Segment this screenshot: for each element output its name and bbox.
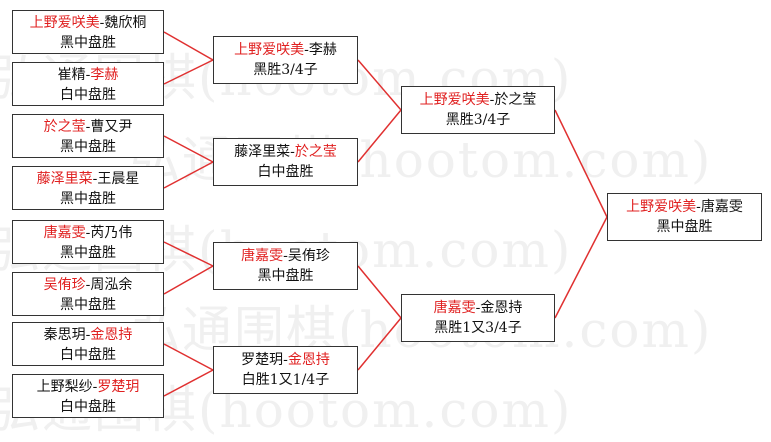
match-r1m4: 藤泽里菜-王晨星 黑中盘胜	[12, 166, 164, 210]
connector-r2m4	[357, 317, 402, 371]
player-1: 唐嘉雯	[241, 248, 284, 264]
player-1: 上野爱咲美	[626, 199, 697, 215]
connector-r1m8	[163, 369, 214, 397]
match-r2m3: 唐嘉雯-吴侑珍 黑中盘胜	[213, 242, 358, 290]
match-r1m7: 秦思玥-金恩持 白中盘胜	[12, 322, 164, 366]
connector-r1m4	[163, 161, 214, 189]
player-1: 上野爱咲美	[29, 15, 100, 31]
match-result: 黑胜3/4子	[253, 62, 318, 78]
player-2: 吴侑珍	[287, 248, 330, 264]
player-1: 秦思玥	[43, 327, 86, 343]
bracket-lines	[163, 31, 608, 397]
match-r2m4: 罗楚玥-金恩持 白胜1又1/4子	[213, 346, 358, 394]
match-result: 黑中盘胜	[656, 219, 713, 235]
player-2: 金恩持	[287, 352, 330, 368]
player-2: 金恩持	[480, 300, 523, 316]
player-2: 周泓余	[90, 277, 133, 293]
connector-r1m7	[163, 343, 214, 371]
connector-r1m6	[163, 265, 214, 295]
player-1: 藤泽里菜	[36, 171, 93, 187]
connector-r1m2	[163, 59, 214, 85]
player-1: 唐嘉雯	[433, 300, 476, 316]
match-result: 白胜1又1/4子	[241, 372, 330, 388]
player-2: 於之莹	[494, 92, 537, 108]
player-2: 罗楚玥	[97, 379, 140, 395]
connector-r3m1	[554, 109, 608, 218]
connector-r1m3	[163, 135, 214, 163]
match-final: 上野爱咲美-唐嘉雯 黑中盘胜	[607, 193, 762, 241]
player-2: 魏欣桐	[104, 15, 147, 31]
match-r1m8: 上野梨纱-罗楚玥 白中盘胜	[12, 374, 164, 418]
match-r1m6: 吴侑珍-周泓余 黑中盘胜	[12, 272, 164, 316]
match-r2m1: 上野爱咲美-李赫 黑胜3/4子	[213, 36, 358, 84]
player-2: 王晨星	[97, 171, 140, 187]
player-2: 李赫	[90, 67, 119, 83]
player-2: 曹又尹	[90, 119, 133, 135]
player-2: 唐嘉雯	[700, 199, 743, 215]
match-result: 白中盘胜	[257, 164, 314, 180]
connector-r2m1	[357, 59, 402, 111]
player-1: 唐嘉雯	[43, 225, 86, 241]
match-r1m1: 上野爱咲美-魏欣桐 黑中盘胜	[12, 10, 164, 54]
player-1: 崔精	[57, 67, 86, 83]
match-result: 白中盘胜	[60, 347, 116, 363]
player-2: 於之莹	[294, 144, 337, 160]
match-result: 黑中盘胜	[60, 297, 116, 313]
player-2: 李赫	[308, 42, 337, 58]
connector-r2m2	[357, 109, 402, 163]
match-r3m1: 上野爱咲美-於之莹 黑胜3/4子	[401, 86, 555, 134]
match-result: 白中盘胜	[60, 399, 116, 415]
connector-r1m5	[163, 241, 214, 267]
player-1: 藤泽里菜	[234, 144, 291, 160]
player-1: 上野爱咲美	[234, 42, 305, 58]
connector-r3m2	[554, 216, 608, 319]
match-result: 黑中盘胜	[60, 191, 116, 207]
connector-r2m3	[357, 265, 402, 319]
player-2: 芮乃伟	[90, 225, 133, 241]
player-1: 上野梨纱	[36, 379, 93, 395]
match-result: 黑胜3/4子	[445, 112, 511, 128]
player-1: 於之莹	[43, 119, 86, 135]
player-1: 吴侑珍	[43, 277, 86, 293]
player-2: 金恩持	[90, 327, 133, 343]
match-result: 白中盘胜	[60, 87, 116, 103]
player-1: 上野爱咲美	[419, 92, 490, 108]
match-result: 黑中盘胜	[257, 268, 314, 284]
player-1: 罗楚玥	[241, 352, 284, 368]
match-r2m2: 藤泽里菜-於之莹 白中盘胜	[213, 138, 358, 186]
connector-r1m1	[163, 31, 214, 61]
match-result: 黑胜1又3/4子	[434, 320, 522, 336]
match-r1m2: 崔精-李赫 白中盘胜	[12, 62, 164, 106]
match-r3m2: 唐嘉雯-金恩持 黑胜1又3/4子	[401, 294, 555, 342]
match-r1m3: 於之莹-曹又尹 黑中盘胜	[12, 114, 164, 158]
match-result: 黑中盘胜	[60, 139, 116, 155]
match-result: 黑中盘胜	[60, 245, 116, 261]
match-r1m5: 唐嘉雯-芮乃伟 黑中盘胜	[12, 220, 164, 264]
match-result: 黑中盘胜	[60, 35, 116, 51]
